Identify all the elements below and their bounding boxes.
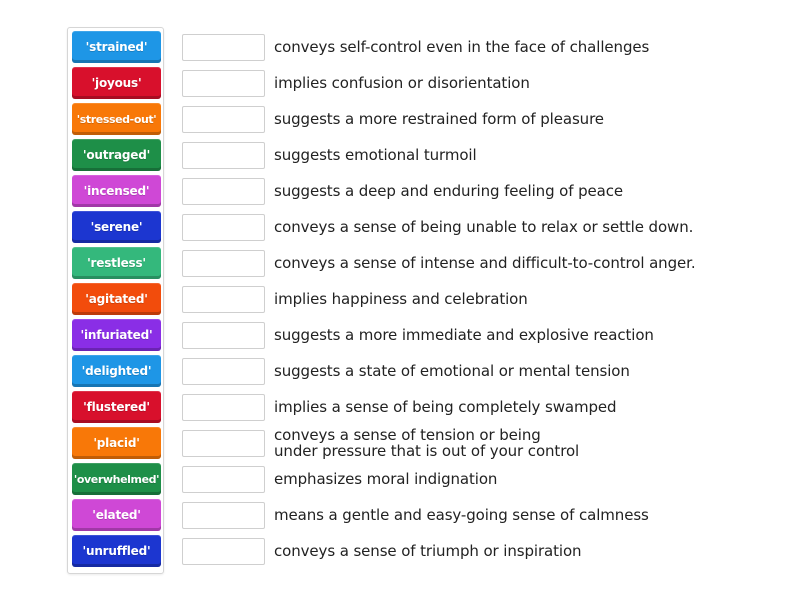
word-tile-restless[interactable]: 'restless' — [72, 247, 161, 279]
answer-drop-box[interactable] — [182, 321, 265, 349]
word-tile-delighted[interactable]: 'delighted' — [72, 355, 161, 387]
match-row: conveys a sense of triumph or inspiratio… — [182, 537, 582, 565]
word-tile-strained[interactable]: 'strained' — [72, 31, 161, 63]
word-tile-overwhelmed[interactable]: 'overwhelmed' — [72, 463, 161, 495]
word-tile-infuriated[interactable]: 'infuriated' — [72, 319, 161, 351]
match-row: implies a sense of being completely swam… — [182, 393, 617, 421]
answer-drop-box[interactable] — [182, 177, 265, 205]
definition-text: suggests a deep and enduring feeling of … — [274, 182, 623, 200]
definition-text: conveys a sense of intense and difficult… — [274, 254, 696, 272]
match-row: suggests a deep and enduring feeling of … — [182, 177, 623, 205]
word-tile-stressed-out[interactable]: 'stressed-out' — [72, 103, 161, 135]
definition-text: conveys a sense of being unable to relax… — [274, 218, 694, 236]
answer-drop-box[interactable] — [182, 105, 265, 133]
word-tile-elated[interactable]: 'elated' — [72, 499, 161, 531]
answer-drop-box[interactable] — [182, 537, 265, 565]
word-tile-flustered[interactable]: 'flustered' — [72, 391, 161, 423]
word-tile-joyous[interactable]: 'joyous' — [72, 67, 161, 99]
word-tile-placid[interactable]: 'placid' — [72, 427, 161, 459]
definition-text: suggests a more immediate and explosive … — [274, 326, 654, 344]
answer-drop-box[interactable] — [182, 429, 265, 457]
answer-drop-box[interactable] — [182, 285, 265, 313]
definition-text: conveys self-control even in the face of… — [274, 38, 650, 56]
answer-drop-box[interactable] — [182, 69, 265, 97]
definition-text: suggests a more restrained form of pleas… — [274, 110, 604, 128]
match-row: emphasizes moral indignation — [182, 465, 497, 493]
match-row: implies confusion or disorientation — [182, 69, 530, 97]
match-row: suggests a more restrained form of pleas… — [182, 105, 604, 133]
answer-drop-box[interactable] — [182, 33, 265, 61]
definition-text: conveys a sense of triumph or inspiratio… — [274, 542, 582, 560]
answer-drop-box[interactable] — [182, 249, 265, 277]
definition-text: suggests a state of emotional or mental … — [274, 362, 630, 380]
definition-text: suggests emotional turmoil — [274, 146, 477, 164]
tile-tray: 'strained' 'joyous' 'stressed-out' 'outr… — [67, 27, 164, 574]
definition-text: implies confusion or disorientation — [274, 74, 530, 92]
word-tile-unruffled[interactable]: 'unruffled' — [72, 535, 161, 567]
definition-text: means a gentle and easy-going sense of c… — [274, 506, 649, 524]
definition-text: emphasizes moral indignation — [274, 470, 498, 488]
answer-drop-box[interactable] — [182, 213, 265, 241]
match-row: suggests a more immediate and explosive … — [182, 321, 654, 349]
answer-drop-box[interactable] — [182, 393, 265, 421]
answer-drop-box[interactable] — [182, 141, 265, 169]
answer-drop-box[interactable] — [182, 501, 265, 529]
word-tile-incensed[interactable]: 'incensed' — [72, 175, 161, 207]
match-row: suggests a state of emotional or mental … — [182, 357, 630, 385]
definition-text: conveys a sense of tension or being unde… — [274, 426, 580, 460]
match-row: conveys a sense of being unable to relax… — [182, 213, 693, 241]
word-tile-agitated[interactable]: 'agitated' — [72, 283, 161, 315]
definition-text: implies happiness and celebration — [274, 290, 528, 308]
match-row: conveys a sense of tension or being unde… — [182, 426, 580, 460]
match-row: conveys a sense of intense and difficult… — [182, 249, 696, 277]
match-row: conveys self-control even in the face of… — [182, 33, 649, 61]
word-tile-outraged[interactable]: 'outraged' — [72, 139, 161, 171]
match-row: implies happiness and celebration — [182, 285, 528, 313]
answer-drop-box[interactable] — [182, 357, 265, 385]
answer-drop-box[interactable] — [182, 465, 265, 493]
match-row: suggests emotional turmoil — [182, 141, 477, 169]
definition-text: implies a sense of being completely swam… — [274, 398, 617, 416]
word-tile-serene[interactable]: 'serene' — [72, 211, 161, 243]
match-row: means a gentle and easy-going sense of c… — [182, 501, 649, 529]
